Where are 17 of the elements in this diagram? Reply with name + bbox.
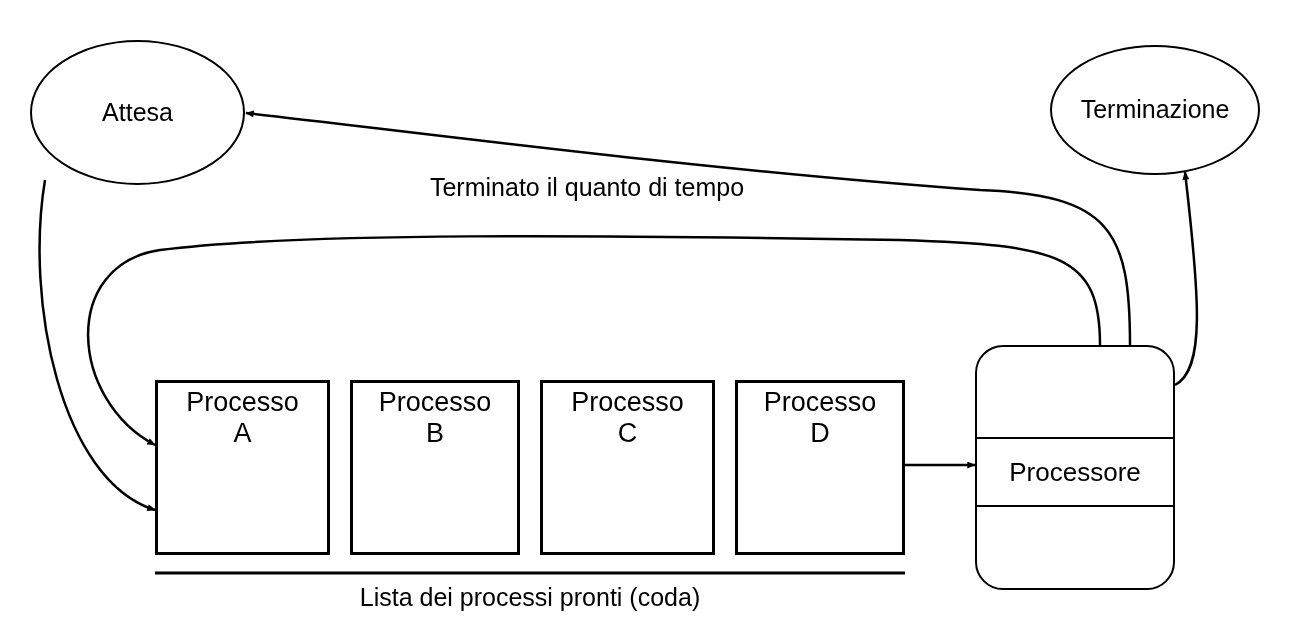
node-label: Processo A <box>185 387 300 450</box>
node-label: Attesa <box>102 96 173 128</box>
process-box <box>155 380 330 555</box>
node-label: Terminazione <box>1080 94 1230 126</box>
node-label: Processo B <box>377 387 493 450</box>
arrow <box>87 234 1102 447</box>
processor-shape <box>975 345 1175 590</box>
arrow <box>905 461 976 469</box>
node-label: Processo C <box>570 387 685 450</box>
queue-caption: Lista dei processi pronti (coda) <box>359 582 701 613</box>
process-box <box>350 380 520 555</box>
process-box <box>540 380 715 555</box>
arrow <box>38 179 156 512</box>
process-box <box>735 380 905 555</box>
arrow <box>245 110 1132 346</box>
node-label: Processo D <box>762 387 878 450</box>
node-label: Processore <box>1009 455 1141 489</box>
